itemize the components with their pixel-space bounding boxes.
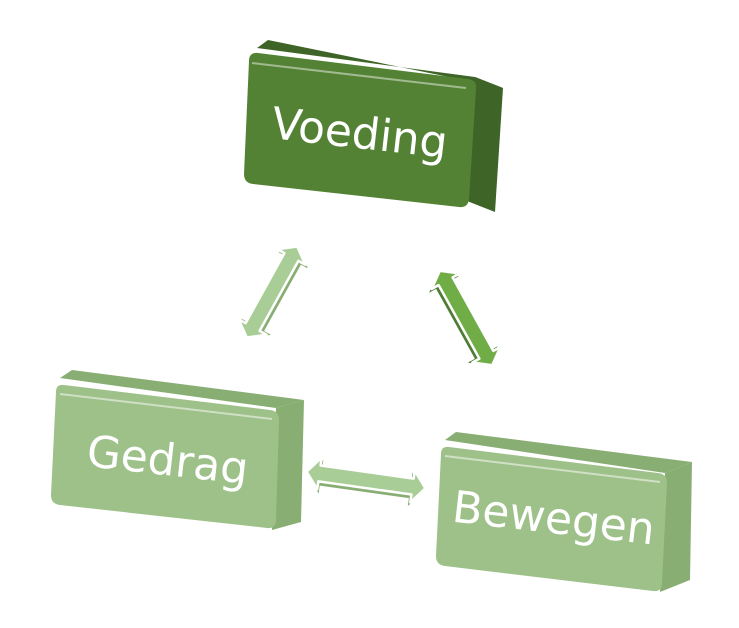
connector-voeding-gedrag-arrow — [237, 245, 307, 339]
node-voeding-front — [244, 52, 477, 208]
node-bewegen-top — [445, 432, 692, 473]
node-bewegen-front — [436, 446, 667, 592]
connector-gedrag-bewegen-arrow — [305, 456, 427, 504]
node-voeding-side — [467, 77, 503, 212]
node-voeding: Voeding — [244, 40, 503, 212]
node-bewegen-side — [660, 462, 692, 592]
node-bewegen: Bewegen — [436, 432, 692, 592]
connector-voeding-bewegen-arrow — [430, 269, 502, 367]
connector-voeding-gedrag — [237, 245, 308, 339]
node-gedrag-side — [272, 400, 304, 530]
connector-voeding-bewegen — [429, 269, 502, 367]
node-gedrag-front — [51, 384, 279, 529]
node-voeding-top — [257, 40, 503, 88]
node-gedrag: Gedrag — [51, 370, 304, 530]
node-gedrag-top — [60, 370, 304, 408]
connector-gedrag-bewegen — [305, 456, 427, 507]
